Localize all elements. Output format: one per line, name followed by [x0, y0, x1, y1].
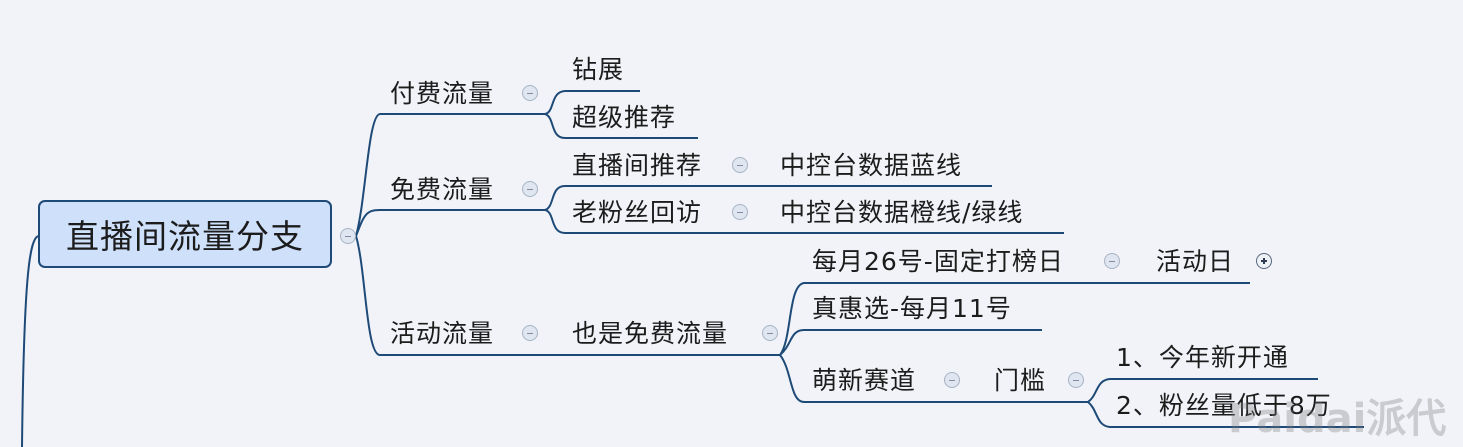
topic-paid-traffic[interactable]: 付费流量 [390, 78, 494, 110]
watermark-text: Paidai派代 [1228, 396, 1447, 442]
topic-monthly-26-ranking-day[interactable]: 每月26号-固定打榜日 [812, 246, 1064, 278]
topic-zuanzhan[interactable]: 钻展 [572, 54, 624, 86]
topic-activity-traffic[interactable]: 活动流量 [390, 318, 494, 350]
topic-fans-below-80k-label: 2、粉丝量低于8万 [1116, 391, 1332, 420]
topic-fans-below-80k[interactable]: 2、粉丝量低于8万 [1116, 390, 1332, 422]
root-topic-label: 直播间流量分支 [66, 217, 304, 256]
topic-newly-opened-this-year-label: 1、今年新开通 [1116, 343, 1289, 372]
topic-super-recommend[interactable]: 超级推荐 [572, 102, 676, 134]
topic-free-traffic[interactable]: 免费流量 [390, 174, 494, 206]
newcomer-track-collapse-icon[interactable] [944, 372, 960, 388]
topic-newcomer-track-label: 萌新赛道 [812, 366, 917, 395]
root-topic[interactable]: 直播间流量分支 [38, 200, 332, 268]
topic-activity-day[interactable]: 活动日 [1156, 246, 1234, 278]
paidai-watermark: Paidai派代 [1228, 391, 1463, 447]
topic-also-free-traffic[interactable]: 也是免费流量 [572, 318, 728, 350]
old-fan-revisit-collapse-icon[interactable] [732, 204, 748, 220]
topic-zhenhuixuan-label: 真惠选-每月11号 [812, 294, 1012, 323]
topic-monthly-26-ranking-day-label: 每月26号-固定打榜日 [812, 247, 1064, 276]
root-collapse-icon[interactable] [340, 228, 356, 244]
topic-zhenhuixuan[interactable]: 真惠选-每月11号 [812, 293, 1012, 325]
topic-newly-opened-this-year[interactable]: 1、今年新开通 [1116, 342, 1289, 374]
topic-activity-day-label: 活动日 [1156, 247, 1235, 276]
ranking-day-collapse-icon[interactable] [1104, 253, 1120, 269]
topic-console-blue-line-label: 中控台数据蓝线 [780, 151, 963, 180]
topic-free-traffic-label: 免费流量 [390, 175, 495, 204]
activity-day-expand-icon[interactable] [1256, 253, 1272, 269]
activity-traffic-collapse-icon[interactable] [522, 325, 538, 341]
topic-paid-traffic-label: 付费流量 [390, 79, 495, 108]
topic-console-blue-line[interactable]: 中控台数据蓝线 [780, 150, 962, 182]
topic-console-orange-green-line[interactable]: 中控台数据橙线/绿线 [780, 197, 1023, 229]
topic-zuanzhan-label: 钻展 [572, 55, 625, 84]
topic-live-room-recommend-label: 直播间推荐 [572, 151, 703, 180]
also-free-traffic-collapse-icon[interactable] [762, 325, 778, 341]
topic-console-orange-green-line-label: 中控台数据橙线/绿线 [780, 198, 1024, 227]
topic-old-fan-revisit-label: 老粉丝回访 [572, 198, 703, 227]
topic-activity-traffic-label: 活动流量 [390, 319, 495, 348]
live-room-recommend-collapse-icon[interactable] [732, 157, 748, 173]
free-traffic-collapse-icon[interactable] [522, 181, 538, 197]
topic-threshold[interactable]: 门槛 [994, 365, 1046, 397]
paid-traffic-collapse-icon[interactable] [522, 85, 538, 101]
topic-newcomer-track[interactable]: 萌新赛道 [812, 365, 916, 397]
topic-live-room-recommend[interactable]: 直播间推荐 [572, 150, 702, 182]
topic-old-fan-revisit[interactable]: 老粉丝回访 [572, 197, 702, 229]
topic-threshold-label: 门槛 [994, 366, 1047, 395]
threshold-collapse-icon[interactable] [1068, 372, 1084, 388]
topic-also-free-traffic-label: 也是免费流量 [572, 319, 729, 348]
topic-super-recommend-label: 超级推荐 [572, 103, 677, 132]
